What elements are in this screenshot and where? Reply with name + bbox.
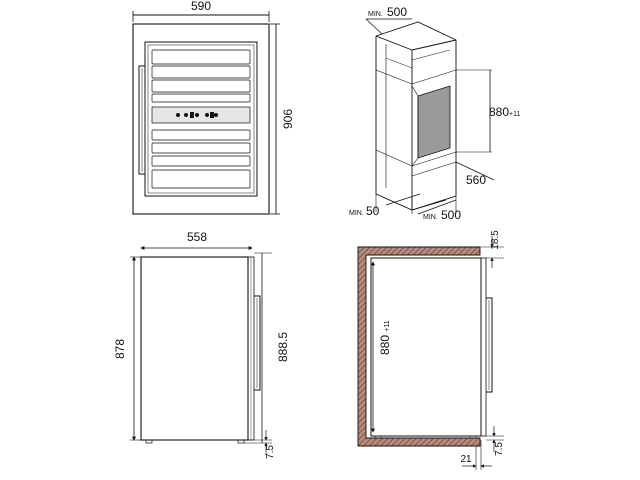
side-cabinet-body (140, 256, 249, 441)
front-height-label: 906 (281, 109, 295, 129)
section-niche-height-label: 880 (378, 335, 392, 355)
side-view: 558 878 888.5 7.5 (113, 230, 290, 459)
section-top-gap-label: 18.5 (490, 230, 501, 250)
niche-opening (417, 85, 451, 159)
front-outer-frame (132, 23, 270, 215)
built-in-cabinet (375, 21, 457, 211)
front-width-label: 590 (191, 0, 211, 13)
section-door-offset-label: 21 (460, 454, 472, 465)
niche-width-label: 560 (466, 173, 486, 187)
side-foot-rear (145, 439, 153, 444)
side-total-height-label: 888.5 (276, 332, 290, 362)
side-body-height-label: 878 (113, 339, 127, 359)
front-shelves (151, 49, 251, 189)
installation-view: MIN. 500 880 +11 560 (349, 5, 520, 222)
side-width-label: 558 (187, 230, 207, 244)
niche-height-label: 880 (489, 105, 509, 119)
front-door-handle (138, 65, 146, 175)
section-door-handle (486, 297, 493, 393)
bottom-depth-prefix: MIN. (423, 214, 438, 221)
front-control-panel (151, 106, 251, 124)
section-niche-height-tolerance: +11 (384, 320, 391, 331)
niche-height-tolerance: +11 (509, 111, 520, 118)
side-foot-label: 7.5 (265, 445, 276, 459)
bottom-depth-label: 500 (441, 208, 461, 222)
section-door-edge (480, 257, 487, 437)
top-depth-prefix: MIN. (368, 11, 383, 18)
section-view: 880 +11 18.5 7.5 21 (357, 230, 505, 470)
section-foot-label: 7.5 (494, 442, 505, 456)
bottom-gap-prefix: MIN. (349, 210, 364, 217)
niche-wall-hatched (357, 246, 481, 447)
bottom-gap-label: 50 (366, 204, 380, 218)
front-view: 590 (132, 0, 295, 215)
side-foot-front (237, 439, 245, 444)
top-depth-label: 500 (387, 5, 407, 19)
side-door-handle (254, 295, 261, 391)
